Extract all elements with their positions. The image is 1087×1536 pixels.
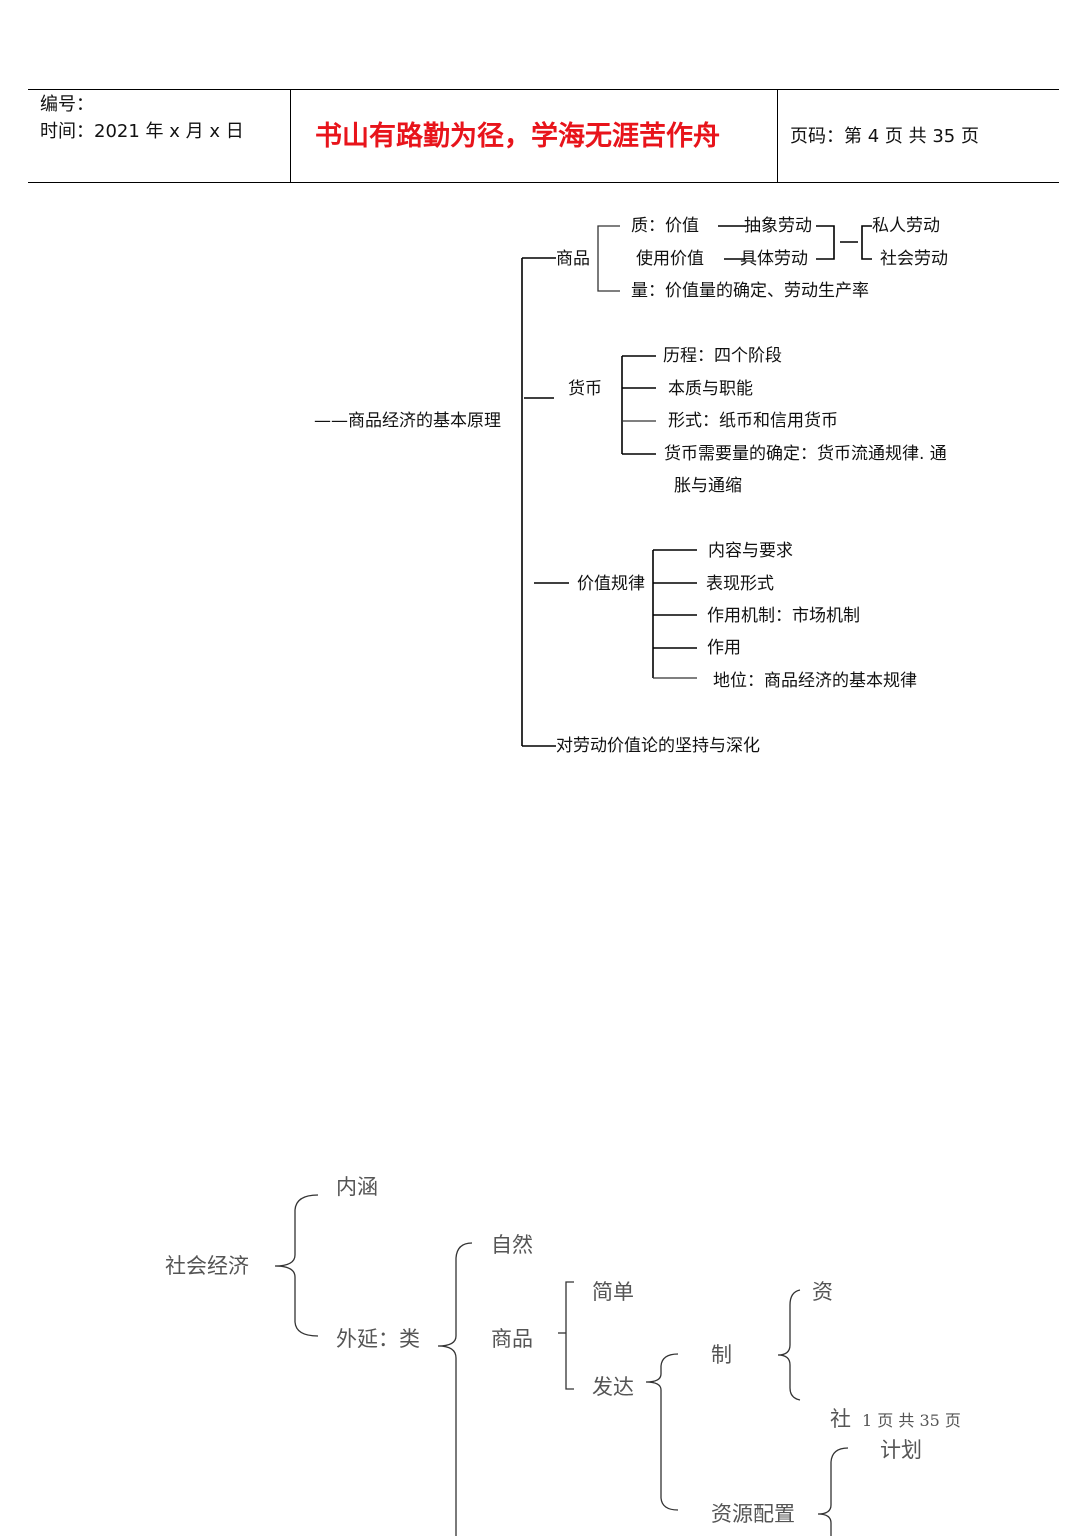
node-abstract-labor: 抽象劳动: [744, 216, 812, 236]
node-social-labor: 社会劳动: [880, 249, 948, 269]
header-divider-right: [777, 89, 778, 182]
header-divider-left: [290, 89, 291, 182]
node-developed: 发达: [592, 1375, 634, 1399]
header-page-number: 页码：第 4 页 共 35 页: [790, 126, 979, 147]
header-bottom-rule: [28, 182, 1059, 183]
node-connotation: 内涵: [336, 1175, 378, 1199]
node-natural: 自然: [491, 1233, 533, 1257]
node-quantity: 量：价值量的确定、劳动生产率: [631, 281, 869, 301]
node-value-law: 价值规律: [577, 574, 645, 594]
money-item-1: 历程：四个阶段: [663, 346, 782, 366]
footer-page-overlap: 1 页 共 35 页: [862, 1411, 961, 1430]
money-item-3: 形式：纸币和信用货币: [668, 411, 838, 431]
diagram1-root: ——商品经济的基本原理: [314, 411, 501, 431]
value-law-item-1: 内容与要求: [708, 541, 793, 561]
money-item-5: 胀与通缩: [674, 476, 742, 496]
money-item-2: 本质与职能: [668, 379, 753, 399]
value-law-item-3: 作用机制：市场机制: [707, 606, 860, 626]
diagram2-root: 社会经济: [165, 1254, 249, 1278]
money-item-4: 货币需要量的确定：货币流通规律. 通: [664, 444, 947, 464]
header-time: 时间：2021 年 x 月 x 日: [40, 121, 244, 142]
header-top-rule: [28, 89, 1059, 90]
node-private-labor: 私人劳动: [872, 216, 940, 236]
node-resource-allocation: 资源配置: [711, 1502, 795, 1526]
node-social: 社: [830, 1407, 851, 1431]
node-commodity-2: 商品: [491, 1327, 533, 1351]
page-title: 书山有路勤为径，学海无涯苦作舟: [315, 121, 720, 152]
value-law-item-5: 地位：商品经济的基本规律: [713, 671, 917, 691]
value-law-item-4: 作用: [707, 638, 741, 658]
node-system: 制: [711, 1343, 732, 1367]
header-number: 编号：: [40, 94, 94, 115]
node-simple: 简单: [592, 1280, 634, 1304]
node-money: 货币: [568, 379, 602, 399]
value-law-item-2: 表现形式: [706, 574, 774, 594]
node-capital: 资: [812, 1280, 833, 1304]
node-plan: 计划: [880, 1438, 922, 1462]
node-commodity: 商品: [556, 249, 590, 269]
node-extension: 外延：类: [336, 1327, 420, 1351]
node-quality: 质：价值: [631, 216, 699, 236]
node-labor-value-theory: 对劳动价值论的坚持与深化: [556, 736, 760, 756]
node-concrete-labor: 具体劳动: [740, 249, 808, 269]
node-use-value: 使用价值: [636, 249, 704, 269]
